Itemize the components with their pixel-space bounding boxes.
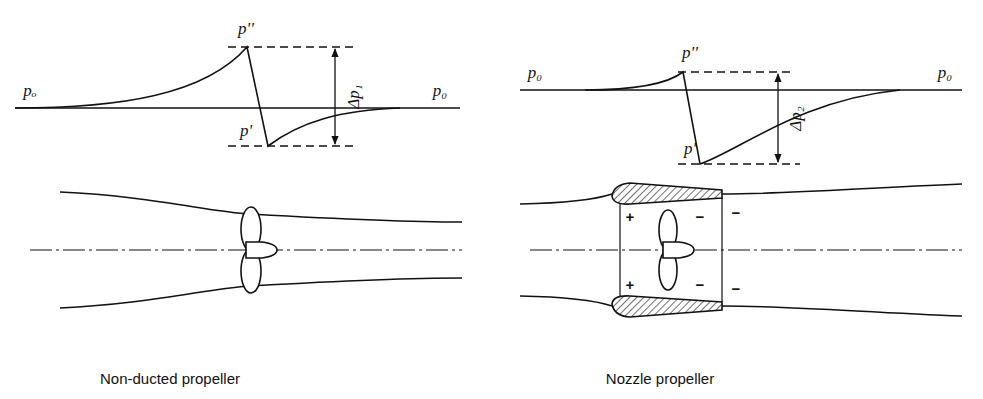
pressure-symbol: p' (240, 122, 252, 139)
pressure-symbol: p₀ (433, 82, 447, 99)
caption: Nozzle propeller (606, 371, 714, 386)
pressure-symbol: p'' (238, 20, 254, 37)
caption: Non-ducted propeller (100, 371, 240, 386)
pressure-symbol: p₀ (938, 64, 952, 81)
pressure-difference: Δp₂ (786, 106, 803, 130)
pressure-difference: Δp₁ (344, 84, 361, 108)
pressure-symbol: p' (684, 140, 696, 157)
pressure-sign: + (626, 209, 635, 224)
pressure-sign: + (626, 277, 635, 292)
pressure-sign: − (732, 205, 741, 220)
pressure-sign: − (696, 209, 705, 224)
pressure-symbol: pₒ (23, 82, 36, 99)
pressure-symbol: p'' (682, 44, 698, 61)
pressure-sign: − (696, 277, 705, 292)
pressure-symbol: p₀ (528, 64, 542, 81)
pressure-sign: − (732, 281, 741, 296)
